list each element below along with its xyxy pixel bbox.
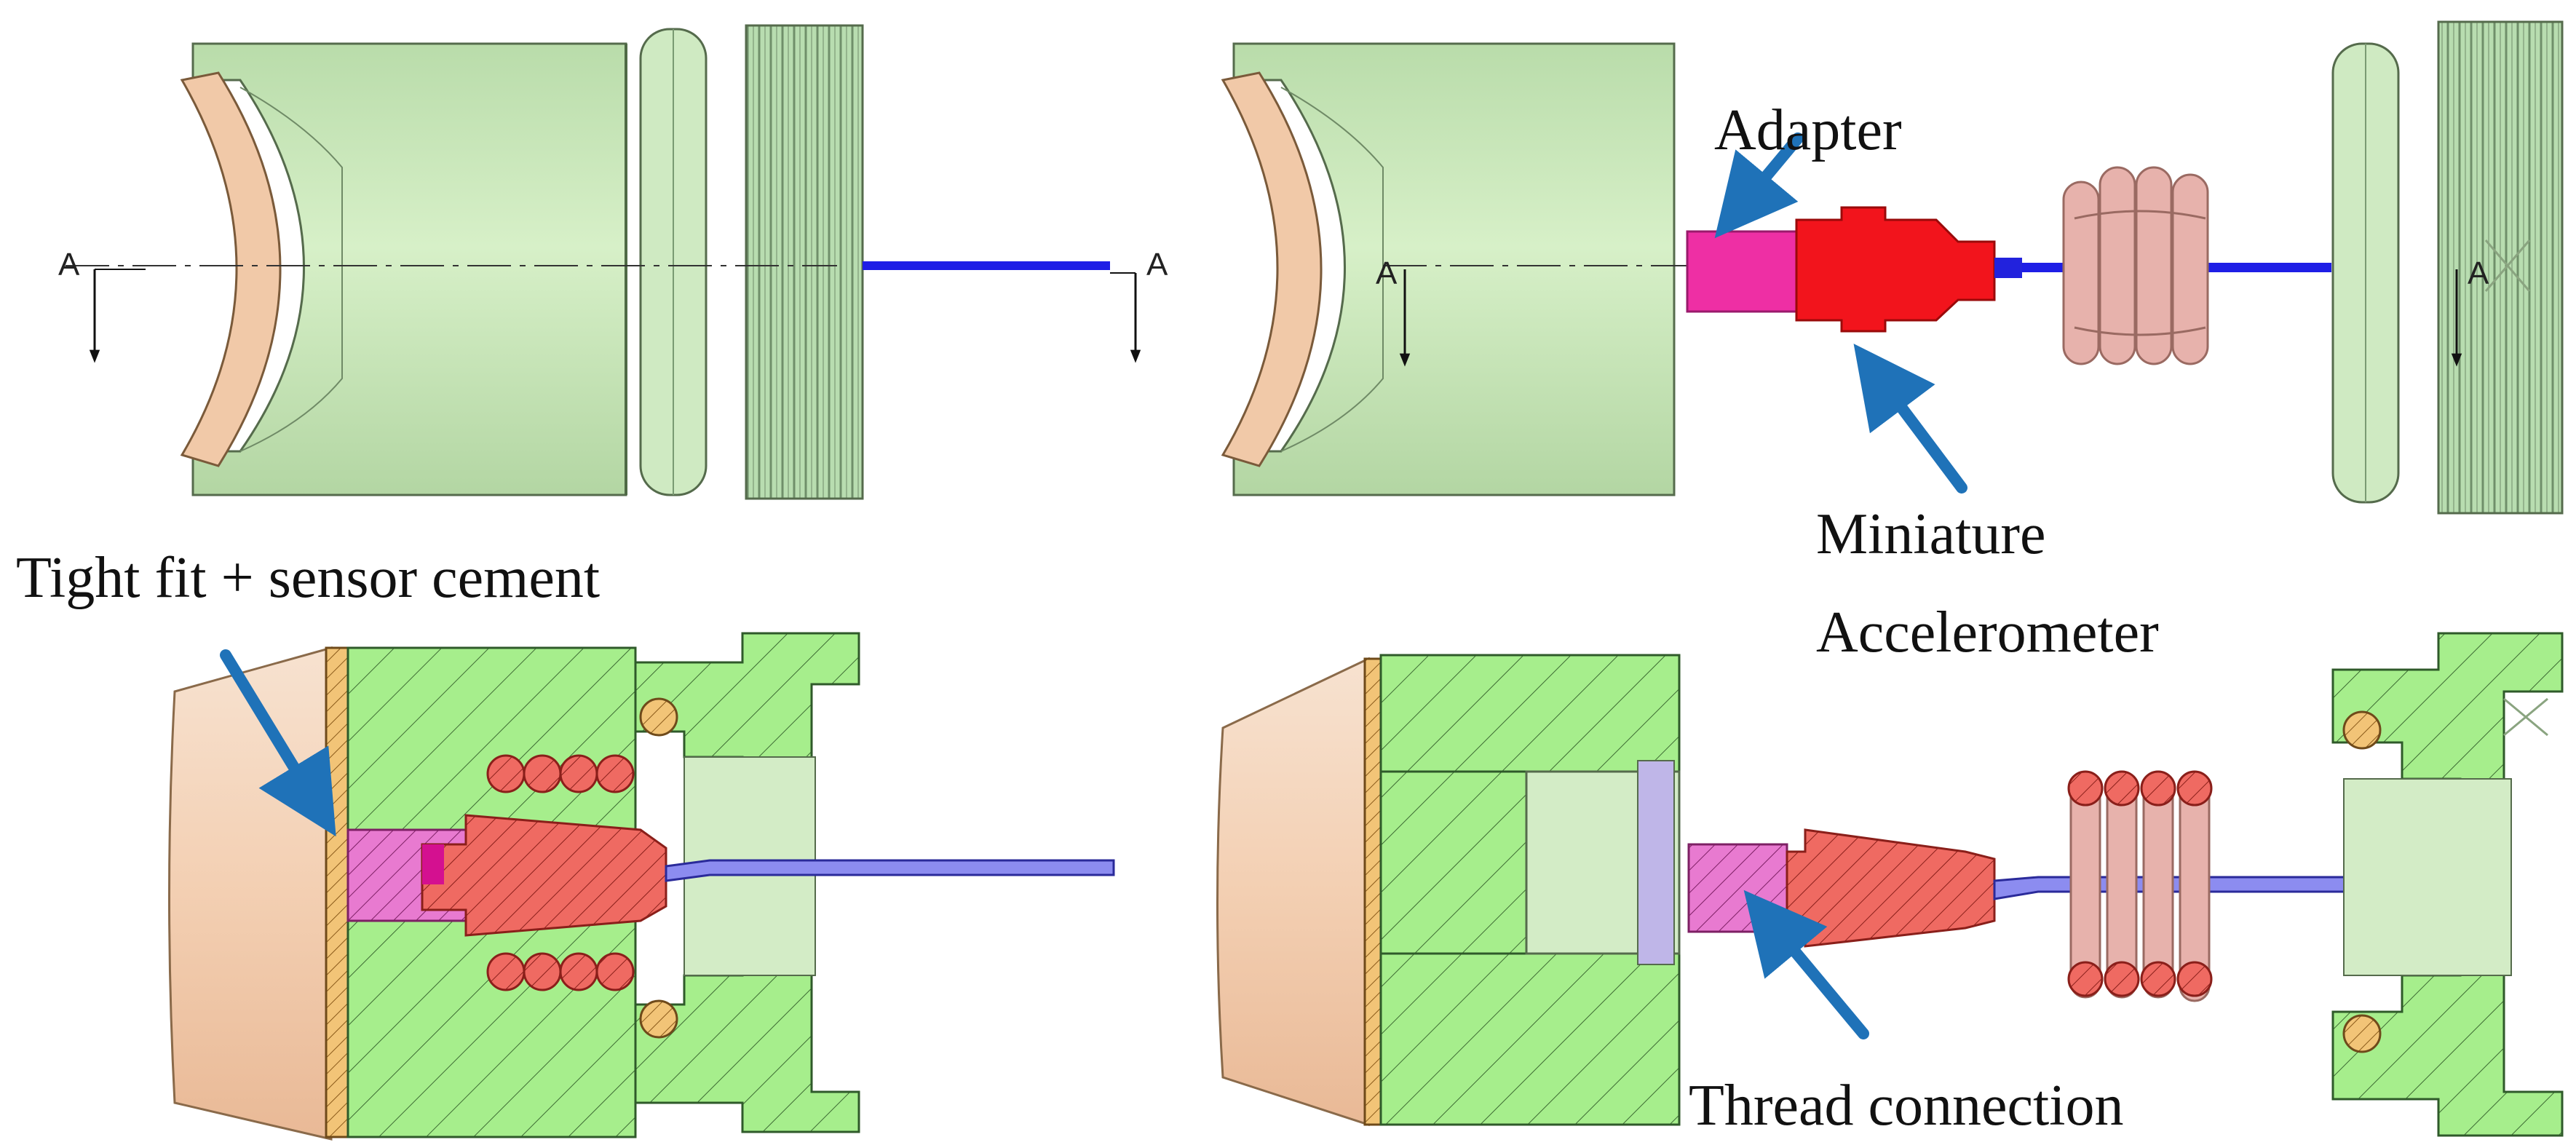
curved-seat-ring (180, 71, 282, 467)
accelerometer-section-exploded (1786, 828, 1996, 948)
cone-tip-section-exploded (1216, 657, 1370, 1127)
adapter-part (1686, 230, 1798, 313)
sensor-cable (863, 261, 1110, 270)
thread-connection-arrow (1743, 890, 1869, 1039)
housing-section-lower (346, 919, 637, 1138)
label-accelerometer: Accelerometer (1816, 601, 2159, 665)
label-miniature: Miniature (1816, 502, 2045, 566)
accelerometer-arrow (1853, 344, 1967, 494)
tight-fit-arrow (220, 649, 336, 837)
label-adapter: Adapter (1714, 98, 1902, 162)
housing-section-lower-exploded (1379, 952, 1681, 1126)
spring-part (2062, 166, 2209, 365)
exploded-section-view (1216, 632, 2564, 1137)
spring-section-assembled (486, 754, 635, 991)
section-mark-a-left-1: A (58, 247, 80, 282)
o-ring-section (639, 697, 678, 1039)
adapter-arrow (1714, 132, 1804, 239)
section-mark-a-right-1: A (1376, 255, 1398, 291)
miniature-accelerometer-part (1795, 206, 1996, 333)
cone-tip-section (168, 646, 333, 1141)
exploded-exterior-view: A A (1221, 20, 2564, 515)
assembled-exterior-view: A A (58, 24, 1168, 500)
section-mark-a-left-2: A (1146, 247, 1168, 282)
housing-section-upper (346, 646, 637, 831)
cable-section-assembled (665, 859, 1115, 882)
curved-seat-ring-exploded (1221, 71, 1323, 467)
accelerometer-section (421, 814, 667, 937)
threaded-cover-exploded (2437, 20, 2564, 515)
section-mark-a-right-2: A (2468, 255, 2489, 291)
threaded-section (745, 24, 864, 500)
assembled-section-view (168, 632, 1115, 1141)
label-thread-connection: Thread connection (1689, 1074, 2124, 1138)
callout-arrows (220, 132, 1967, 1039)
sensor-cement-layer (325, 646, 349, 1138)
housing-section-upper-exploded (1379, 654, 1681, 773)
label-tight-fit: Tight fit + sensor cement (16, 546, 600, 610)
spring-section-exploded (2067, 770, 2213, 1002)
